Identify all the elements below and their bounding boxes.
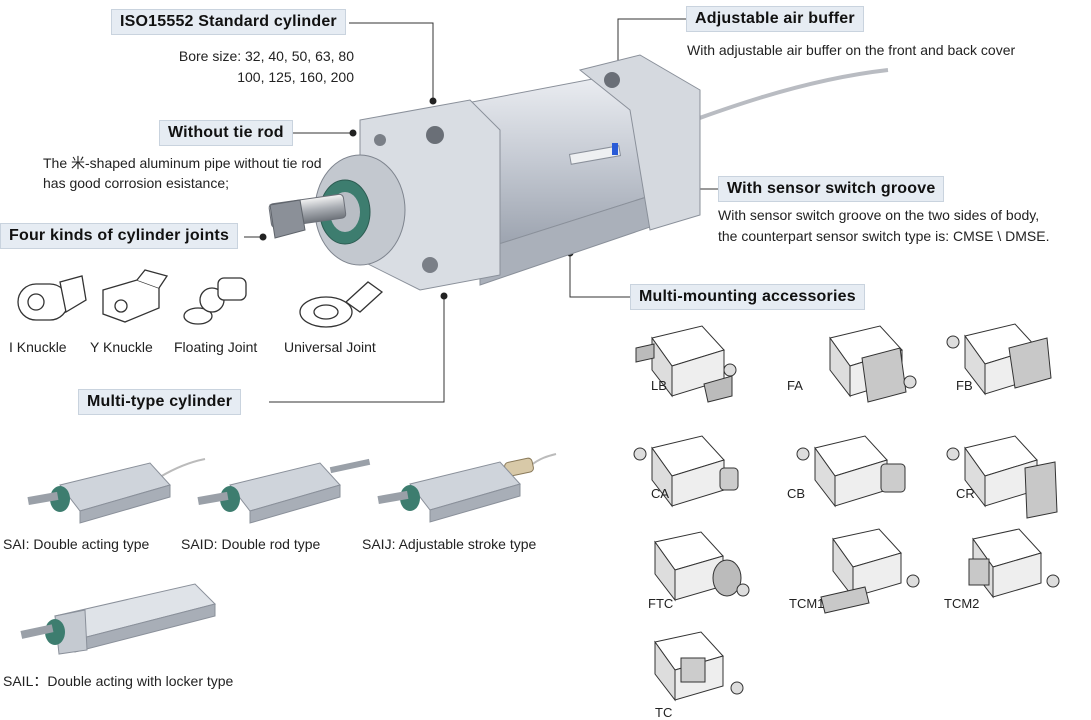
mount-lb-label: LB: [651, 378, 667, 393]
saij-cylinder-image: [377, 453, 557, 523]
mount-ca-image: [633, 435, 739, 508]
mount-cb-image: [796, 435, 906, 508]
mount-tcm2-label: TCM2: [944, 596, 980, 611]
tie-rod-desc-line2: has good corrosion esistance;: [43, 175, 229, 191]
mounting-accessories-label: Multi-mounting accessories: [630, 284, 865, 310]
joint-caption-i-knuckle: I Knuckle: [9, 339, 67, 355]
mount-ftc-image: [654, 531, 750, 602]
y-knuckle-image: [102, 269, 169, 323]
mount-lb-image: [635, 325, 737, 403]
sail-cylinder-image: [20, 583, 216, 655]
said-caption: SAID: Double rod type: [181, 536, 321, 552]
sensor-groove-line1: With sensor switch groove on the two sid…: [718, 207, 1040, 223]
mount-fa-image: [829, 325, 917, 403]
iso-bore-line2: 100, 125, 160, 200: [237, 69, 354, 85]
mount-fb-image: [946, 323, 1052, 396]
tie-rod-desc-line1: The 米-shaped aluminum pipe without tie r…: [43, 155, 322, 171]
mount-tcm1-label: TCM1: [789, 596, 825, 611]
mount-tcm2-image: [968, 528, 1060, 599]
air-buffer-label: Adjustable air buffer: [686, 6, 864, 32]
sensor-groove-label: With sensor switch groove: [718, 176, 945, 202]
joint-caption-floating: Floating Joint: [174, 339, 258, 355]
sail-caption: SAIL：Double acting with locker type: [3, 673, 234, 689]
sensor-groove-line2: the counterpart sensor switch type is: C…: [718, 228, 1050, 244]
air-buffer-desc: With adjustable air buffer on the front …: [687, 42, 1016, 58]
joint-caption-y-knuckle: Y Knuckle: [90, 339, 153, 355]
mount-cr-image: [946, 435, 1058, 519]
universal-joint-image: [299, 281, 384, 328]
i-knuckle-image: [17, 275, 87, 321]
joint-caption-universal: Universal Joint: [284, 339, 376, 355]
saij-caption: SAIJ: Adjustable stroke type: [362, 536, 537, 552]
mount-tc-image: [654, 631, 744, 702]
mount-cb-label: CB: [787, 486, 806, 501]
tie-rod-label: Without tie rod: [159, 120, 293, 146]
mount-tcm1-image: [820, 528, 920, 614]
cylinder-joints-label: Four kinds of cylinder joints: [0, 223, 239, 249]
iso-bore-line1: Bore size: 32, 40, 50, 63, 80: [178, 48, 354, 64]
multi-type-label: Multi-type cylinder: [78, 389, 242, 415]
mount-ca-label: CA: [651, 486, 670, 501]
mount-fa-label: FA: [787, 378, 803, 393]
said-cylinder-image: [197, 458, 371, 524]
sai-cylinder-image: [27, 458, 206, 524]
mount-cr-label: CR: [956, 486, 975, 501]
mount-tc-label: TC: [655, 705, 673, 720]
mount-fb-label: FB: [956, 378, 973, 393]
mount-ftc-label: FTC: [648, 596, 674, 611]
iso-standard-label: ISO15552 Standard cylinder: [111, 9, 346, 35]
sai-caption: SAI: Double acting type: [3, 536, 150, 552]
floating-joint-image: [183, 277, 247, 325]
